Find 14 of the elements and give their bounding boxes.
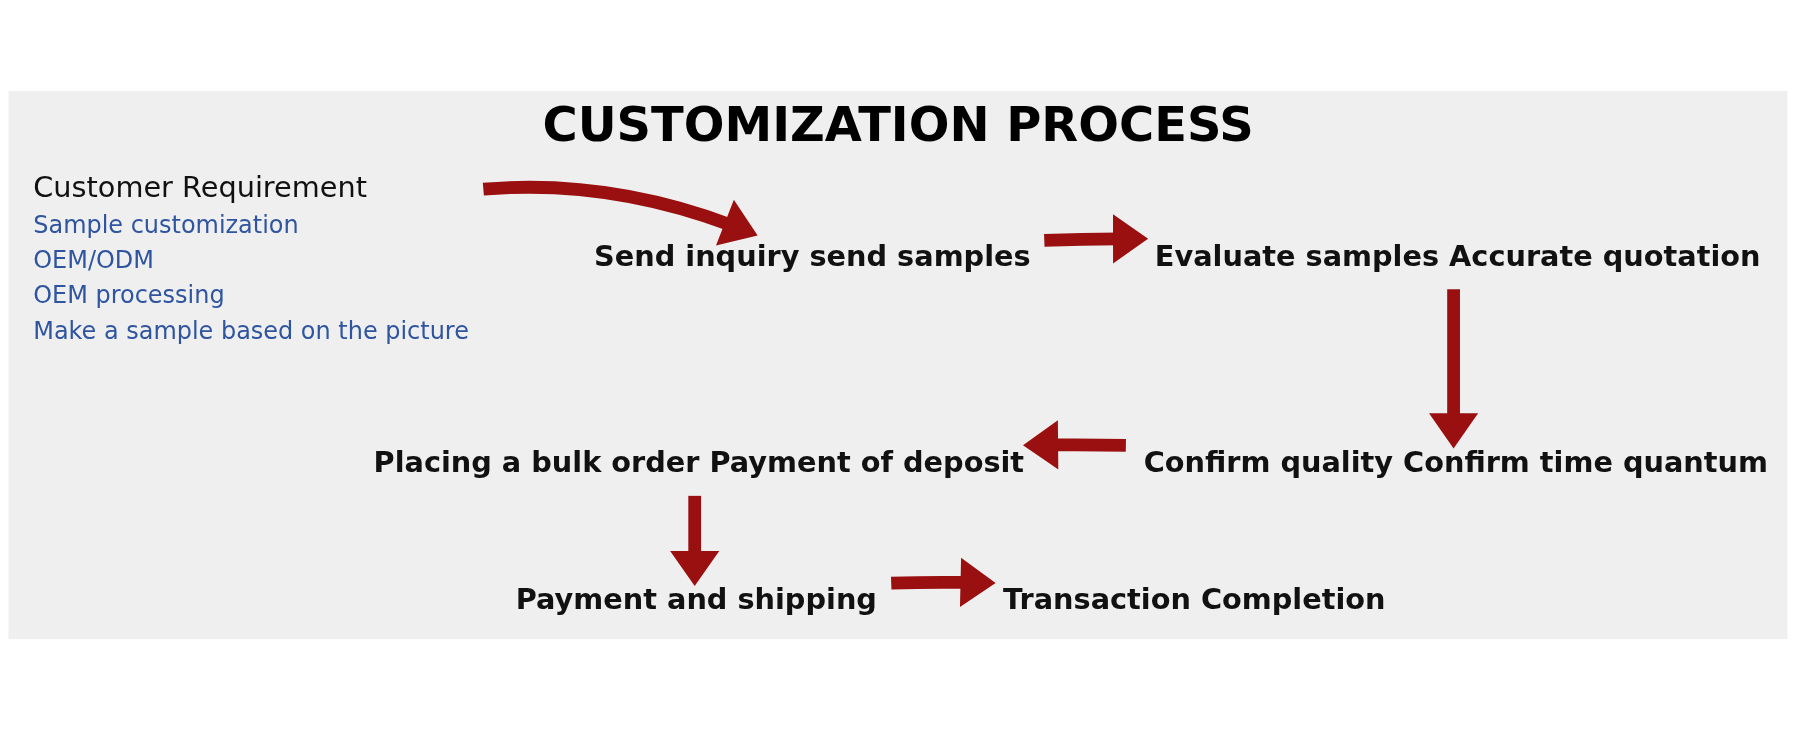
node-text: Placing a bulk order Payment of deposit xyxy=(373,444,1025,479)
arrow xyxy=(1022,419,1126,469)
diagram-title: CUSTOMIZATION PROCESS xyxy=(542,96,1254,152)
arrow xyxy=(1044,213,1149,263)
arrow xyxy=(482,180,758,246)
node-text: Customer Requirement Sample customization OEM/ODM OEM processing Make a sample based on the picture xyxy=(33,169,469,345)
arrow xyxy=(670,495,720,586)
node-text: Evaluate samples Accurate quotation xyxy=(1154,238,1761,273)
node-text: Transaction Completion xyxy=(1003,581,1386,616)
node-text: Payment and shipping xyxy=(515,581,877,616)
arrow xyxy=(891,557,996,607)
node-text: Send inquiry send samples xyxy=(594,238,1031,273)
node-text: Confirm quality Confirm time quantum xyxy=(1143,444,1768,479)
arrow xyxy=(1429,288,1479,448)
